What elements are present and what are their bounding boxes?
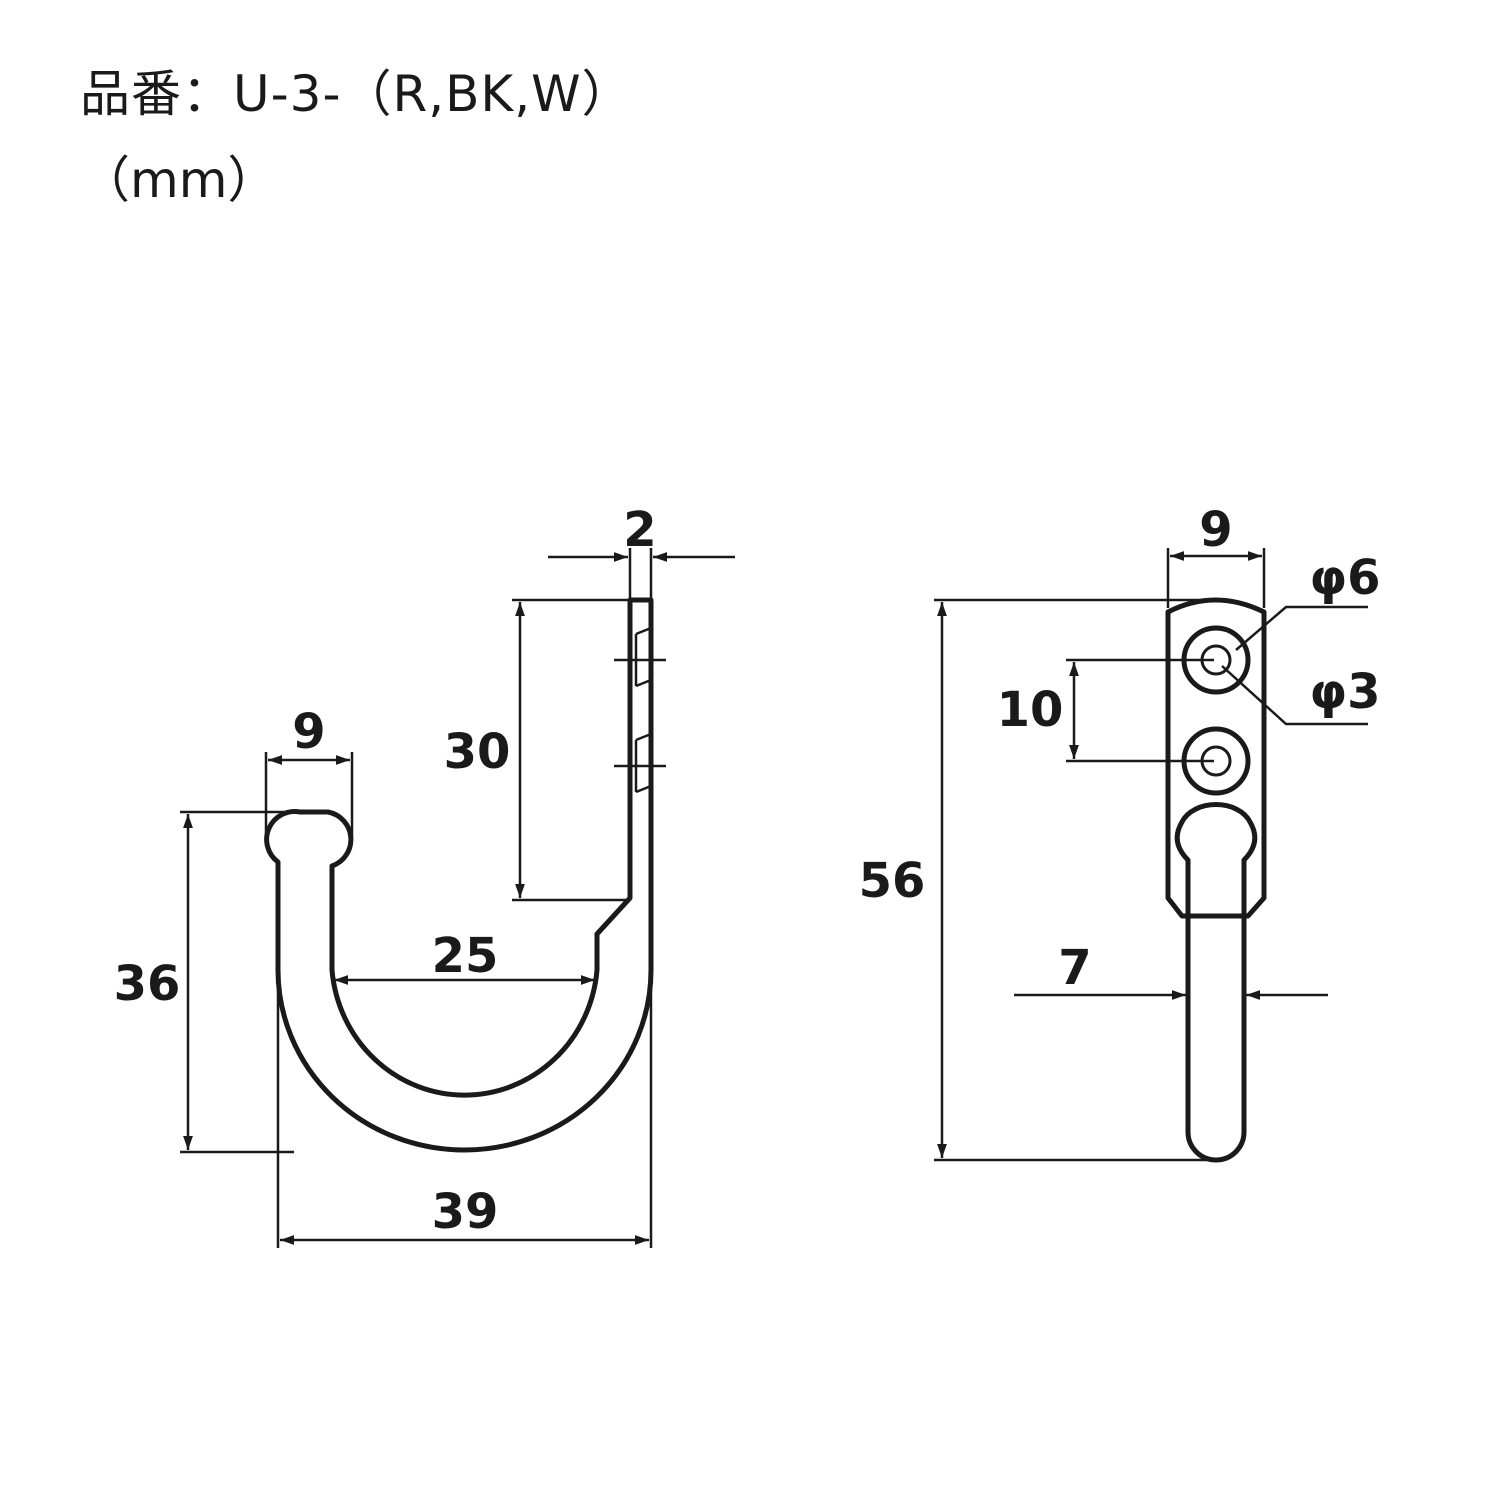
leader-hole-outer [1235, 605, 1368, 651]
unit-label: （mm） [80, 151, 278, 209]
dim-head-width: 9 [292, 704, 325, 760]
dim-plate-height: 30 [444, 724, 511, 780]
dim-hook-height: 36 [114, 956, 181, 1012]
dim-hole-inner: φ3 [1310, 664, 1381, 720]
dim-inner-width: 25 [432, 928, 499, 984]
dim-hole-pitch: 10 [997, 682, 1064, 738]
header: 品番：U-3-（R,BK,W） （mm） [80, 62, 633, 212]
dim-hole-outer: φ6 [1310, 550, 1381, 606]
dim-rod-width: 7 [1058, 940, 1091, 996]
dim-overall-height: 56 [859, 853, 926, 909]
hook-side-outline [264, 597, 654, 1153]
plate-front-outline [1165, 597, 1267, 919]
front-view: 9 φ6 φ3 10 56 7 [859, 502, 1381, 1163]
dim-overall-width: 39 [432, 1184, 499, 1240]
dim-plate-width: 9 [1199, 502, 1232, 558]
rod-front-outline [1174, 802, 1258, 1163]
leader-hole-inner [1221, 665, 1368, 726]
side-view: 9 2 30 25 36 39 [114, 502, 735, 1248]
dim-plate-thickness: 2 [623, 502, 656, 558]
part-number-label: 品番：U-3-（R,BK,W） [80, 65, 633, 123]
